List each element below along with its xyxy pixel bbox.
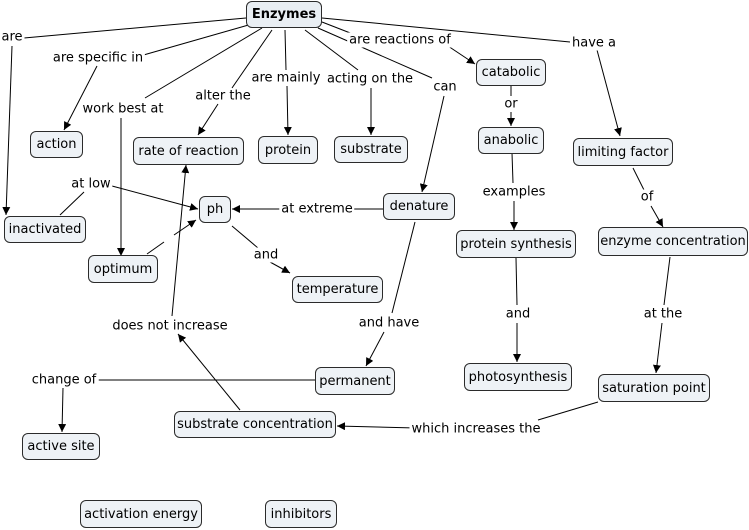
edge-enzymes-mainly: [284, 29, 287, 71]
edge-optimum-ph-a: [146, 241, 165, 255]
edge-atthe-saturation: [652, 322, 663, 374]
edge-enzconc-atthe: [663, 256, 671, 306]
concept-anabolic[interactable]: anabolic: [478, 127, 544, 154]
edge-can-denature: [419, 95, 445, 193]
link-acting-on-the[interactable]: acting on the: [324, 71, 416, 87]
edge-alter-rate: [197, 103, 219, 136]
link-change-of[interactable]: change of: [29, 372, 99, 388]
link-at-extreme[interactable]: at extreme: [279, 201, 355, 217]
concept-rate-of-reaction[interactable]: rate of reaction: [133, 137, 244, 165]
concept-action[interactable]: action: [30, 131, 83, 158]
link-examples[interactable]: examples: [480, 184, 548, 200]
edge-anabolic-examples: [511, 152, 514, 184]
edge-enzymes-can: [317, 27, 433, 79]
edge-enzymes-alter: [231, 29, 273, 89]
concept-optimum[interactable]: optimum: [88, 255, 158, 283]
link-and-photosynthesis[interactable]: and: [503, 306, 533, 322]
edge-psynth-and: [515, 257, 518, 306]
edge-havea-limiting: [596, 49, 622, 137]
concept-catabolic[interactable]: catabolic: [476, 59, 546, 86]
concept-permanent[interactable]: permanent: [315, 367, 395, 395]
concept-enzymes[interactable]: Enzymes: [246, 1, 322, 28]
link-are[interactable]: are: [0, 29, 25, 45]
concept-inactivated[interactable]: inactivated: [4, 216, 86, 243]
edge-optimum-ph-b: [173, 219, 197, 236]
concept-photosynthesis[interactable]: photosynthesis: [464, 363, 572, 391]
concept-inhibitors[interactable]: inhibitors: [265, 500, 337, 528]
concept-ph[interactable]: ph: [199, 196, 231, 223]
link-are-mainly[interactable]: are mainly: [249, 70, 323, 86]
concept-substrate[interactable]: substrate: [334, 136, 408, 163]
link-are-reactions-of[interactable]: are reactions of: [347, 32, 453, 48]
edge-increases-subconc: [336, 422, 417, 431]
link-does-not-increase[interactable]: does not increase: [110, 318, 230, 334]
link-at-low[interactable]: at low: [69, 176, 113, 192]
edge-mainly-protein: [283, 85, 292, 136]
link-are-specific-in[interactable]: are specific in: [50, 50, 146, 66]
link-and-temperature[interactable]: and: [251, 247, 281, 263]
edge-enzymes-acting: [304, 29, 359, 71]
link-of[interactable]: of: [638, 189, 656, 205]
edge-atlow-ph: [111, 185, 199, 211]
concept-protein[interactable]: protein: [258, 136, 318, 164]
edge-notincrease-rate: [171, 164, 190, 317]
link-alter-the[interactable]: alter the: [193, 88, 253, 104]
edge-changeof-activesite: [58, 387, 67, 433]
concept-temperature[interactable]: temperature: [292, 276, 383, 303]
edge-denature-andhave: [391, 221, 416, 314]
concept-enzyme-concentration[interactable]: enzyme concentration: [598, 227, 748, 256]
concept-active-site[interactable]: active site: [22, 433, 100, 460]
edge-specific-action: [63, 65, 98, 131]
link-or[interactable]: or: [502, 96, 520, 112]
concept-substrate-concentration[interactable]: substrate concentration: [174, 411, 336, 438]
concept-limiting-factor[interactable]: limiting factor: [573, 138, 673, 166]
edge-and-temperature: [269, 261, 291, 274]
edge-subconc-notincrease: [177, 333, 241, 411]
edge-of-enzconc: [650, 205, 664, 228]
edge-saturation-increases: [537, 401, 599, 421]
edge-ph-and: [231, 225, 259, 249]
edge-limiting-of: [632, 167, 645, 191]
concept-protein-synthesis[interactable]: protein synthesis: [456, 230, 576, 258]
link-and-have[interactable]: and have: [356, 315, 422, 331]
link-work-best-at[interactable]: work best at: [80, 101, 166, 117]
concept-activation-energy[interactable]: activation energy: [80, 500, 202, 528]
edge-inactivated-atlow: [59, 191, 85, 216]
concept-saturation-point[interactable]: saturation point: [598, 374, 710, 402]
link-have-a[interactable]: have a: [570, 35, 618, 51]
link-which-increases-the[interactable]: which increases the: [409, 421, 543, 437]
concept-denature[interactable]: denature: [383, 193, 455, 220]
edge-andhave-permanent: [365, 331, 385, 367]
edge-enzymes-specific: [139, 23, 253, 57]
edge-are-inactivated: [2, 45, 13, 216]
link-at-the[interactable]: at the: [641, 306, 685, 322]
edge-enzymes-workbest: [144, 27, 263, 99]
edge-enzymes-are: [23, 17, 247, 39]
edge-enzymes-havea: [321, 17, 571, 43]
link-can[interactable]: can: [431, 79, 459, 95]
